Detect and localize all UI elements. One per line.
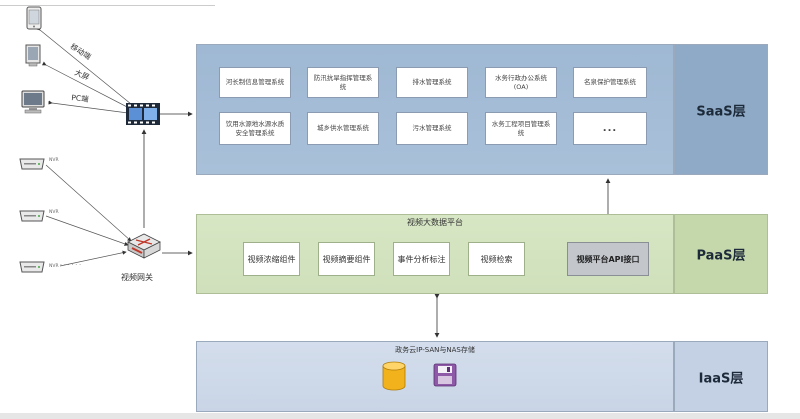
- paas-layer-tag: PaaS层: [674, 214, 768, 294]
- nvr-more-dots: · · · · · ·: [60, 262, 81, 269]
- saas-system-box: 饮用水源地水源水质安全管理系统: [219, 112, 291, 145]
- paas-component-box: 视频浓缩组件: [243, 242, 300, 276]
- nvr-icon: [18, 207, 46, 226]
- saas-more-box: ...: [573, 112, 647, 145]
- saas-system-box: 污水管理系统: [396, 112, 468, 145]
- iaas-layer: [196, 341, 674, 412]
- saas-layer-tag: SaaS层: [674, 44, 768, 175]
- saas-system-box: 河长制信息管理系统: [219, 67, 291, 98]
- nvr-icon: [18, 258, 46, 277]
- bottom-bar: [0, 413, 800, 419]
- saas-layer-label: SaaS层: [696, 104, 746, 119]
- paas-component-box: 视频检索: [468, 242, 525, 276]
- saas-layer: [196, 44, 674, 175]
- saas-system-box: 名泉保护管理系统: [573, 67, 647, 98]
- saas-system-box: 排水管理系统: [396, 67, 468, 98]
- monitor-icon: [24, 44, 44, 72]
- paas-title: 视频大数据平台: [407, 218, 463, 227]
- saas-system-box: 防汛抗旱指挥管理系统: [307, 67, 379, 98]
- nvr-label: NVR: [49, 158, 59, 163]
- paas-layer-label: PaaS层: [696, 248, 746, 264]
- iaas-title: 政务云IP-SAN与NAS存储: [395, 346, 475, 354]
- database-icon: [381, 361, 407, 395]
- nvr-label: NVR: [49, 210, 59, 215]
- saas-system-box: 城乡供水管理系统: [307, 112, 379, 145]
- gateway-label: 视频网关: [121, 273, 153, 282]
- router-icon: [124, 228, 164, 266]
- nvr-icon: [18, 155, 46, 174]
- nvr-label: NVR: [49, 264, 59, 269]
- iaas-layer-label: IaaS层: [698, 371, 744, 386]
- top-divider: [0, 5, 215, 6]
- saas-system-box: 水务行政办公系统(OA): [485, 67, 557, 98]
- storage-icon: [432, 362, 460, 394]
- iaas-layer-tag: IaaS层: [674, 341, 768, 412]
- mobile-icon: [26, 6, 42, 34]
- film-strip-icon: [126, 103, 160, 129]
- pc-label: PC端: [70, 92, 90, 104]
- paas-component-box: 视频摘要组件: [318, 242, 375, 276]
- paas-component-box: 事件分析标注: [393, 242, 450, 276]
- saas-system-box: 水务工程项目管理系统: [485, 112, 557, 145]
- pc-icon: [20, 90, 48, 118]
- paas-api-box: 视频平台API接口: [567, 242, 649, 276]
